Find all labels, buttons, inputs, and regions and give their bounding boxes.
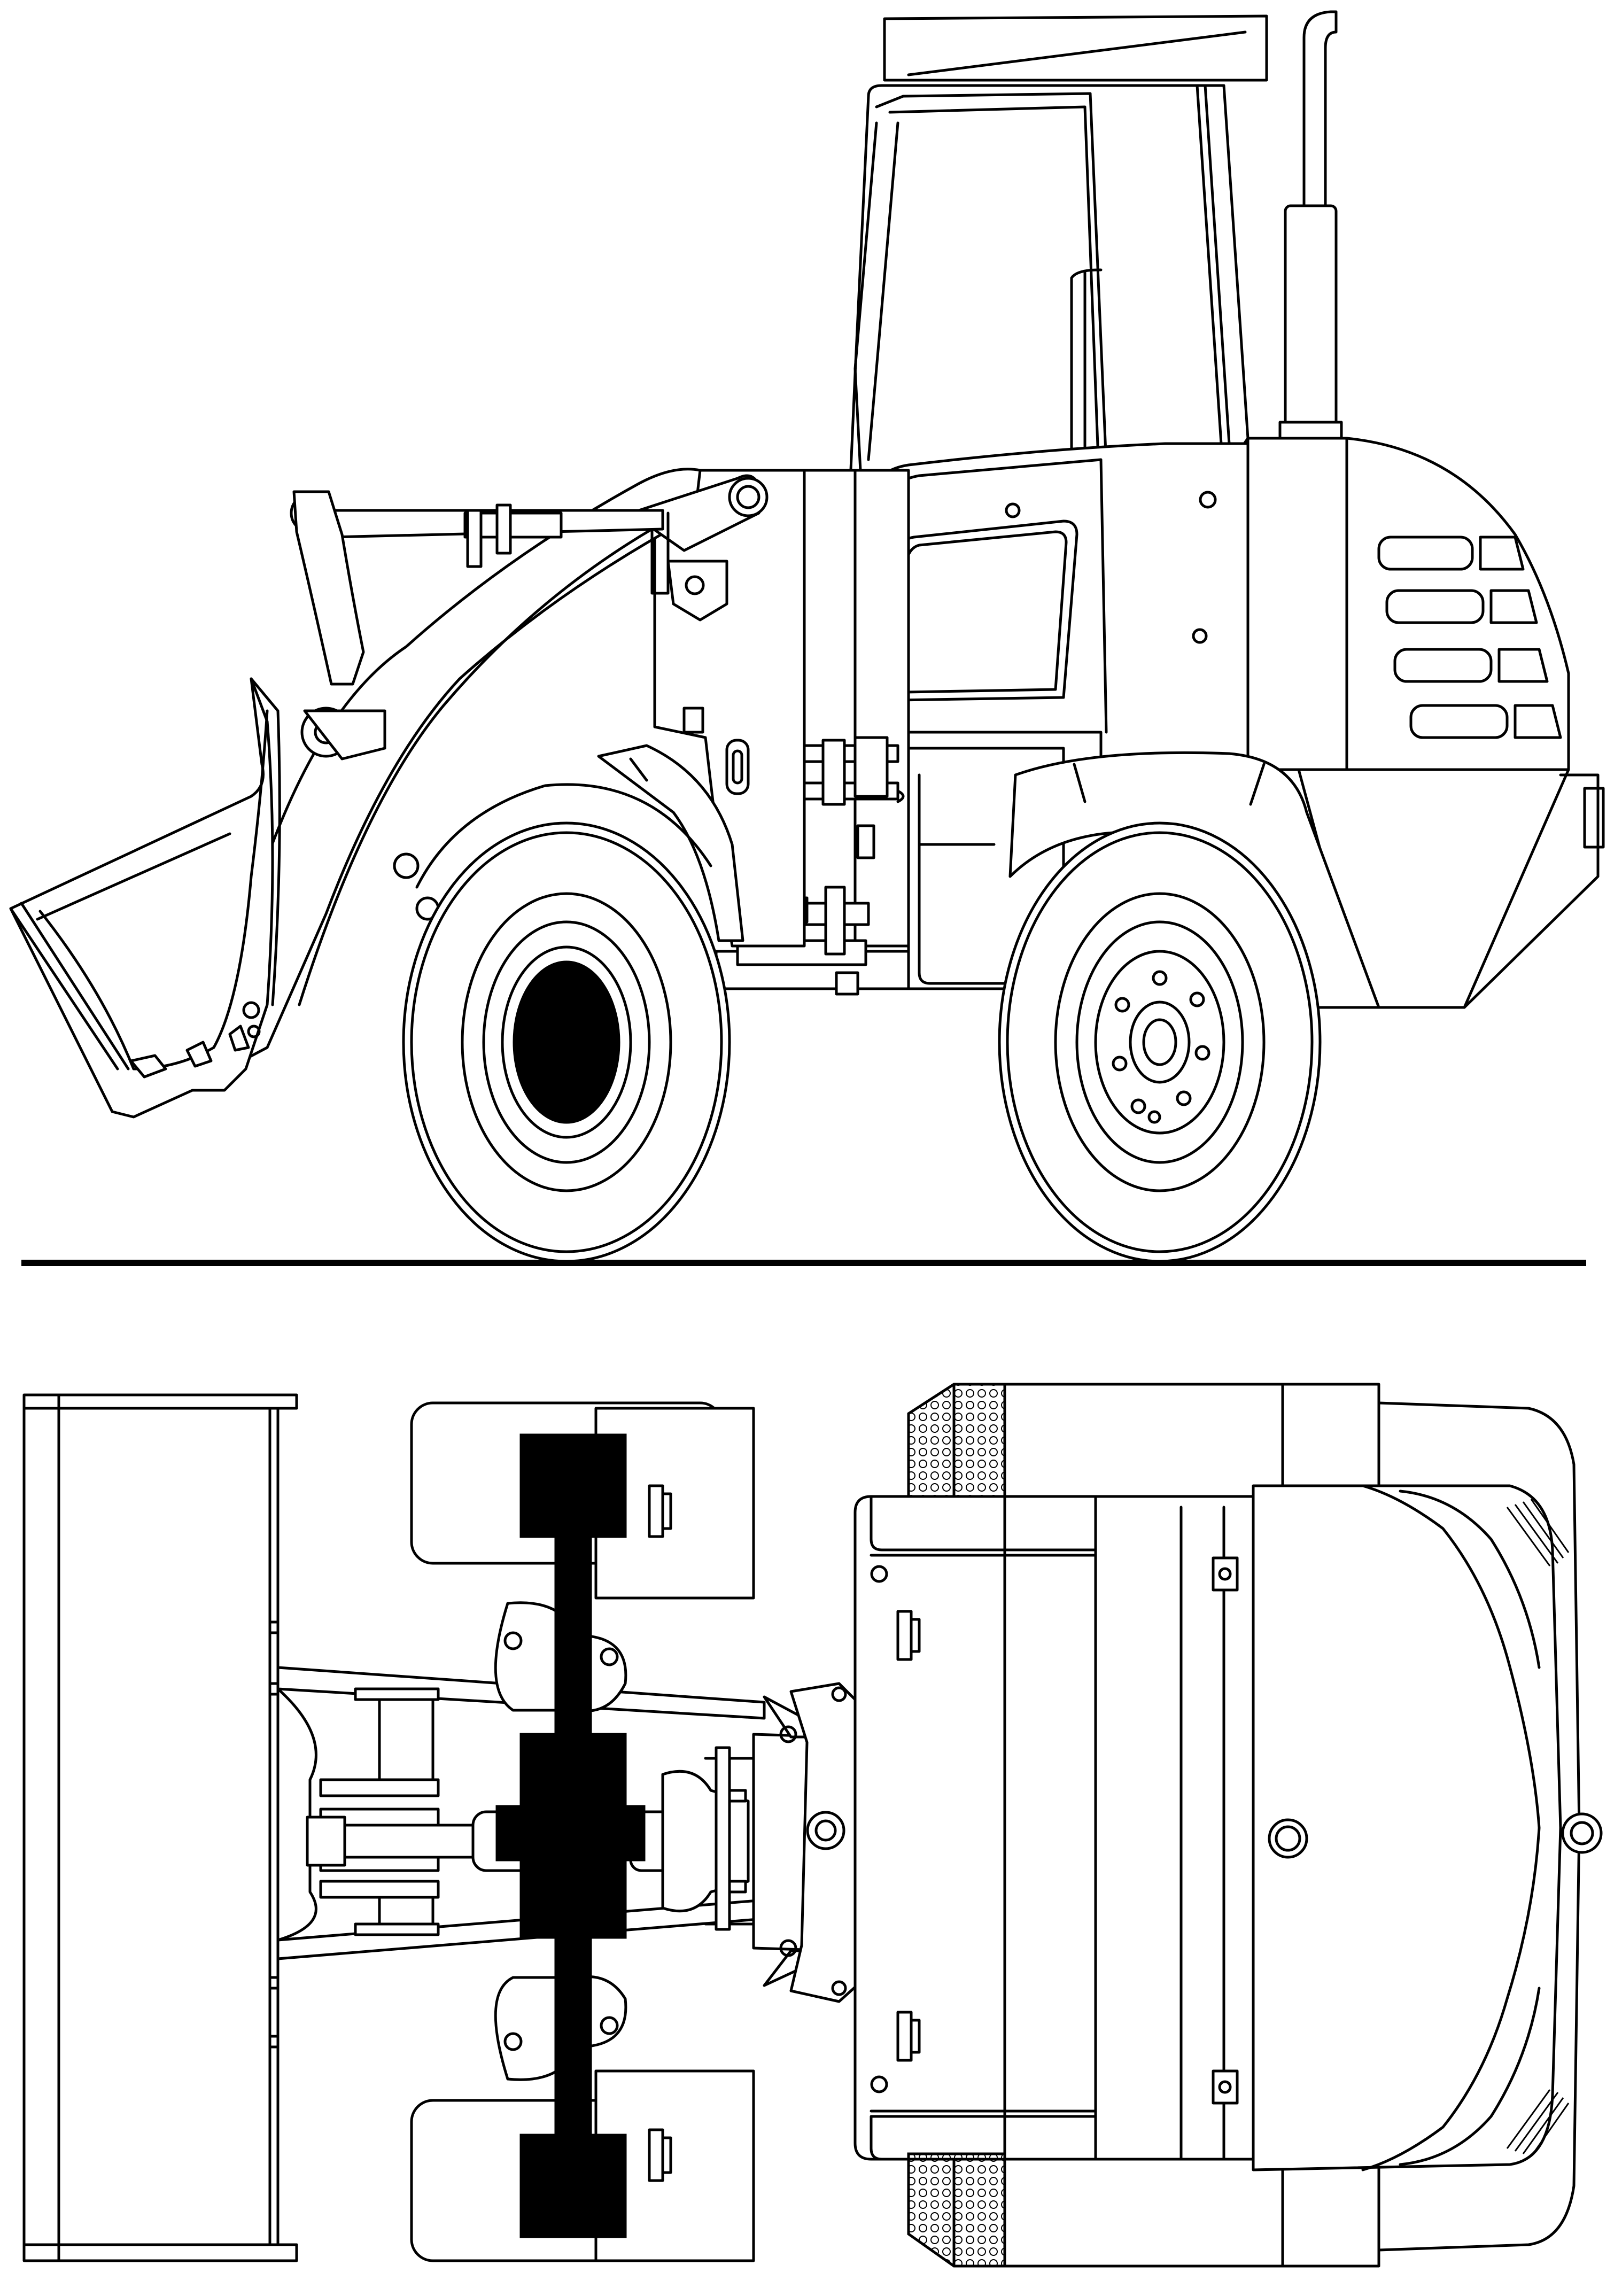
lift-arm <box>153 468 806 1097</box>
side-view <box>9 10 1605 1266</box>
rear-fenders-top <box>853 1383 1006 2268</box>
bucket-top <box>22 1393 298 2262</box>
articulation-joint <box>704 1682 867 2003</box>
front-wheel <box>402 783 731 1263</box>
boom-linkage <box>292 490 440 921</box>
engine-hood <box>1246 437 1605 1009</box>
rear-grille-top <box>1506 1499 1570 2157</box>
cab-door <box>837 442 1250 771</box>
bucket <box>9 677 281 1119</box>
cab-roof-top <box>853 1495 1255 2161</box>
front-hub-hole <box>513 960 620 1124</box>
rear-wheel <box>998 751 1380 1263</box>
top-view <box>22 1383 1603 2268</box>
exhaust-stack <box>1278 10 1343 440</box>
front-axle <box>495 1433 646 2238</box>
